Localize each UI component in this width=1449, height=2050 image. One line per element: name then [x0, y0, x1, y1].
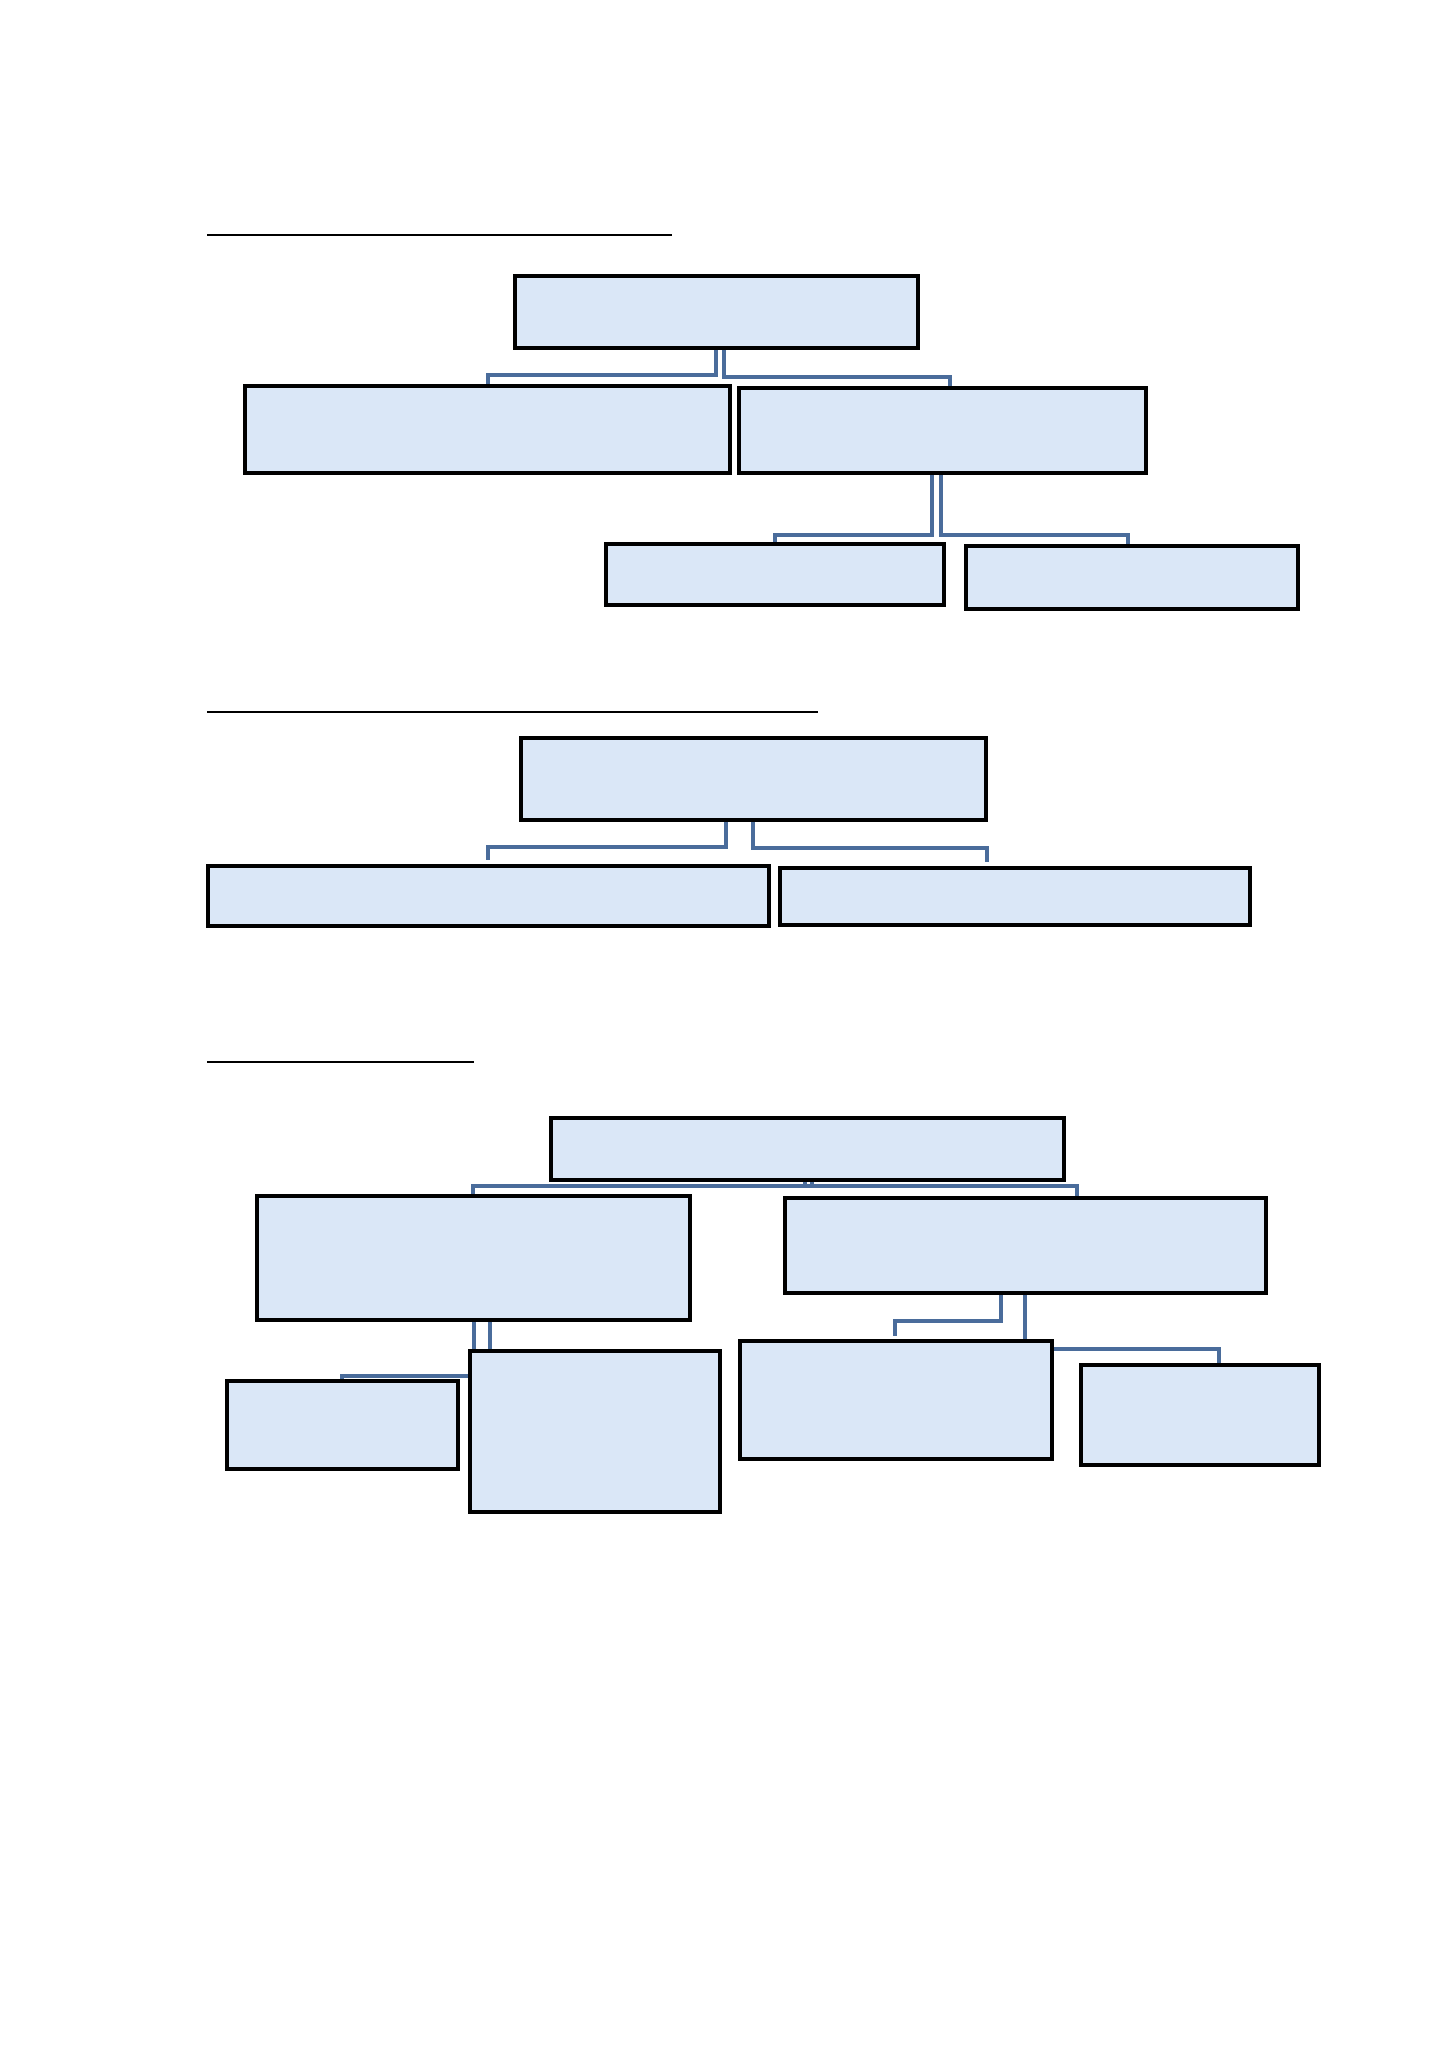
connector-line — [471, 1180, 814, 1196]
node-box-s3-right-sub-1 — [738, 1339, 1054, 1461]
connector-line — [773, 473, 934, 544]
section-3 — [207, 1061, 1321, 1514]
connector-line — [1023, 1293, 1221, 1365]
node-box-s2-root — [519, 736, 988, 822]
node-box-s1-child-left — [243, 384, 732, 475]
node-box-s3-root — [549, 1116, 1066, 1182]
connector-line — [340, 1320, 476, 1381]
connector-line — [722, 348, 952, 388]
section-1 — [207, 234, 1300, 611]
node-box-s1-grandchild-right — [964, 544, 1300, 611]
node-box-s1-root — [513, 274, 920, 350]
node-box-s2-child-right — [778, 866, 1252, 927]
node-box-s3-child-left — [255, 1194, 692, 1322]
node-box-s3-left-sub-2 — [468, 1349, 722, 1514]
node-box-s3-child-right — [783, 1196, 1268, 1295]
node-box-s3-right-sub-2 — [1079, 1363, 1321, 1467]
section-2 — [206, 711, 1252, 928]
connector-line — [486, 820, 728, 860]
node-box-s3-left-sub-1 — [225, 1379, 460, 1471]
connector-line — [893, 1293, 1003, 1336]
connector-line — [751, 820, 989, 862]
node-box-s2-child-left — [206, 864, 771, 928]
node-box-s1-grandchild-left — [604, 542, 946, 607]
connector-line — [803, 1180, 1079, 1198]
connector-line — [939, 473, 1130, 546]
node-box-s1-child-right — [737, 386, 1148, 475]
connector-line — [486, 348, 718, 386]
